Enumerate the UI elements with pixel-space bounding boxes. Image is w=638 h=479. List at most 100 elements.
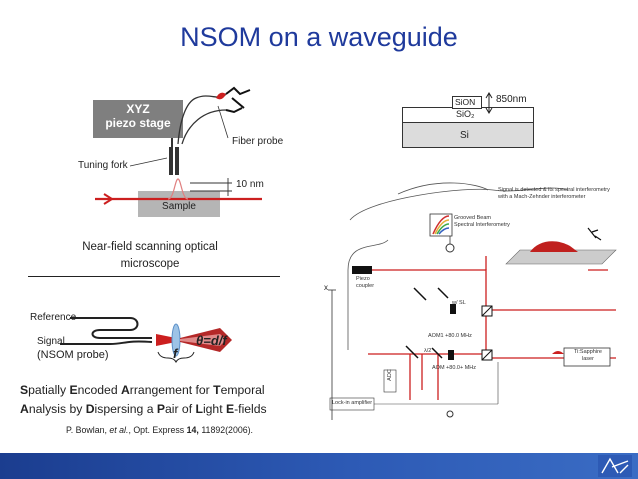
- fiber-probe-line: [181, 109, 227, 145]
- signal-note: Signal is detected & its spectral interf…: [498, 187, 610, 201]
- stage-label-line1: XYZ: [126, 102, 150, 116]
- acronym-letter: S: [20, 383, 29, 397]
- sample-label: Sample: [162, 201, 196, 212]
- piezo-stage-label: XYZ piezo stage: [93, 102, 183, 130]
- footer-bar: [0, 453, 638, 479]
- lockin-wiring: [374, 362, 499, 405]
- aom-icon: [448, 350, 454, 360]
- evanescent-field: [167, 178, 189, 200]
- reference-fiber: [70, 317, 152, 339]
- sample-waveguide: [505, 249, 617, 265]
- acronym-word: emporal: [220, 383, 265, 397]
- delay-stage: [383, 369, 397, 393]
- signal-fiber-loop: [349, 187, 569, 221]
- citation-etal: et al.: [109, 425, 129, 435]
- laser-label-line2: laser: [582, 356, 594, 362]
- nsom-caption-line2: microscope: [120, 258, 180, 270]
- aom-icon: [450, 304, 456, 314]
- focal-brace: [157, 351, 195, 364]
- signal-label: Signal: [37, 336, 65, 347]
- acronym-letter: T: [213, 383, 221, 397]
- focal-length-label: f: [173, 346, 178, 361]
- acronym-line2: Analysis by Dispersing a Pair of Light E…: [20, 402, 267, 416]
- sio2-label: SiO₂: [456, 109, 475, 119]
- acronym-word: nalysis by: [28, 402, 86, 416]
- signal-fiber-loop: [347, 182, 489, 350]
- si-layer: [402, 122, 534, 148]
- acronym-letter: L: [195, 402, 203, 416]
- acronym-word: -fields: [234, 402, 267, 416]
- stage-label-line2: piezo stage: [105, 116, 171, 130]
- acronym-letter: E: [225, 402, 235, 416]
- nsom-caption-line1: Near-field scanning optical: [82, 241, 218, 253]
- photodiode-icon: [446, 410, 454, 418]
- acronym-letter: A: [20, 402, 29, 416]
- spectrometer-label: Grooved Beam Spectral Interferometry: [454, 215, 510, 229]
- citation-journal: , Opt. Express: [128, 425, 187, 435]
- thickness-label: 850nm: [496, 94, 527, 105]
- citation-authors: P. Bowlan,: [66, 425, 110, 435]
- mirror-icon: [413, 287, 427, 301]
- waveguide-mode: [530, 241, 578, 252]
- experimental-setup: [328, 182, 617, 420]
- citation-pages: 11892(2006).: [198, 425, 254, 435]
- sion-label: SiON: [455, 97, 476, 107]
- tuning-fork-prong: [169, 147, 173, 175]
- logo-icon: [598, 455, 632, 477]
- acronym-word: air of: [165, 402, 196, 416]
- sion-layer: [452, 96, 482, 109]
- laser-label-line1: Ti:Sapphire: [574, 349, 602, 355]
- angle-formula: θ=d/f: [196, 333, 227, 348]
- grating-rainbow: [432, 215, 450, 235]
- fiber-probe-label: Fiber probe: [232, 136, 284, 147]
- laser-label: Ti:Sapphire laser: [566, 349, 610, 363]
- grating-rainbow: [436, 223, 450, 235]
- signal-fiber: [60, 340, 153, 345]
- acronym-letter: E: [69, 383, 78, 397]
- acronym-word: ncoded: [77, 383, 121, 397]
- nsom-caption: Near-field scanning optical microscope: [60, 239, 240, 273]
- waveguide-output: [552, 351, 564, 354]
- adc-label: ADC: [386, 369, 393, 381]
- citation-volume: 14,: [186, 425, 199, 435]
- mirror-icon: [431, 347, 443, 359]
- ws-label: w/ SL: [452, 300, 466, 306]
- acronym-line1: Spatially Encoded Arrangement for Tempor…: [20, 383, 265, 397]
- tuning-fork-prong: [175, 147, 179, 175]
- aom2-label: AOM +80.0+ MHz: [432, 365, 477, 371]
- nsom-schematic: [93, 86, 262, 217]
- mirror-icon: [405, 345, 419, 359]
- section-divider: [28, 276, 280, 277]
- aom1-label: AOM1 +80.0 MHz: [428, 333, 472, 339]
- fiber-connector-icon: [225, 86, 251, 114]
- tuning-fork-label: Tuning fork: [78, 160, 128, 171]
- spectrometer-label-line2: Spectral Interferometry: [454, 222, 510, 228]
- signal-note-line1: Signal is detected & its spectral interf…: [498, 187, 610, 193]
- acronym-word: rrangement for: [129, 383, 214, 397]
- acronym-word: ight: [202, 402, 226, 416]
- piezo-stage-block: [93, 100, 183, 138]
- coupler-label-line2: coupler: [356, 283, 375, 289]
- coupler-label: Piezo coupler: [356, 276, 374, 290]
- seatadpole-sketch: [60, 317, 232, 364]
- mirror-icon: [437, 287, 449, 299]
- x-axis-label: x: [324, 283, 328, 292]
- spectrometer-label-line1: Grooved Beam: [454, 215, 491, 221]
- acronym-word: patially: [28, 383, 70, 397]
- acronym-word: ispersing a: [94, 402, 157, 416]
- detector-icon: [445, 243, 455, 253]
- acronym-letter: D: [85, 402, 95, 416]
- focused-beam-light: [180, 334, 226, 346]
- reference-label: Reference: [30, 312, 77, 323]
- lockin-label: Lock-in amplifier: [332, 400, 373, 406]
- laser-beam-paths: [368, 256, 616, 400]
- distance-label: 10 nm: [236, 179, 264, 190]
- nsom-tip-icon: [587, 227, 602, 241]
- beam-arrow-icon: [103, 193, 114, 205]
- tuning-fork-pointer: [129, 157, 168, 167]
- signal-note-line2: with a Mach-Zehnder interferometer: [498, 194, 586, 200]
- slide-title: NSOM on a waveguide: [180, 22, 458, 52]
- nsom-probe-label: (NSOM probe): [37, 349, 109, 361]
- acronym-letter: P: [156, 402, 165, 416]
- si-label: Si: [460, 130, 469, 141]
